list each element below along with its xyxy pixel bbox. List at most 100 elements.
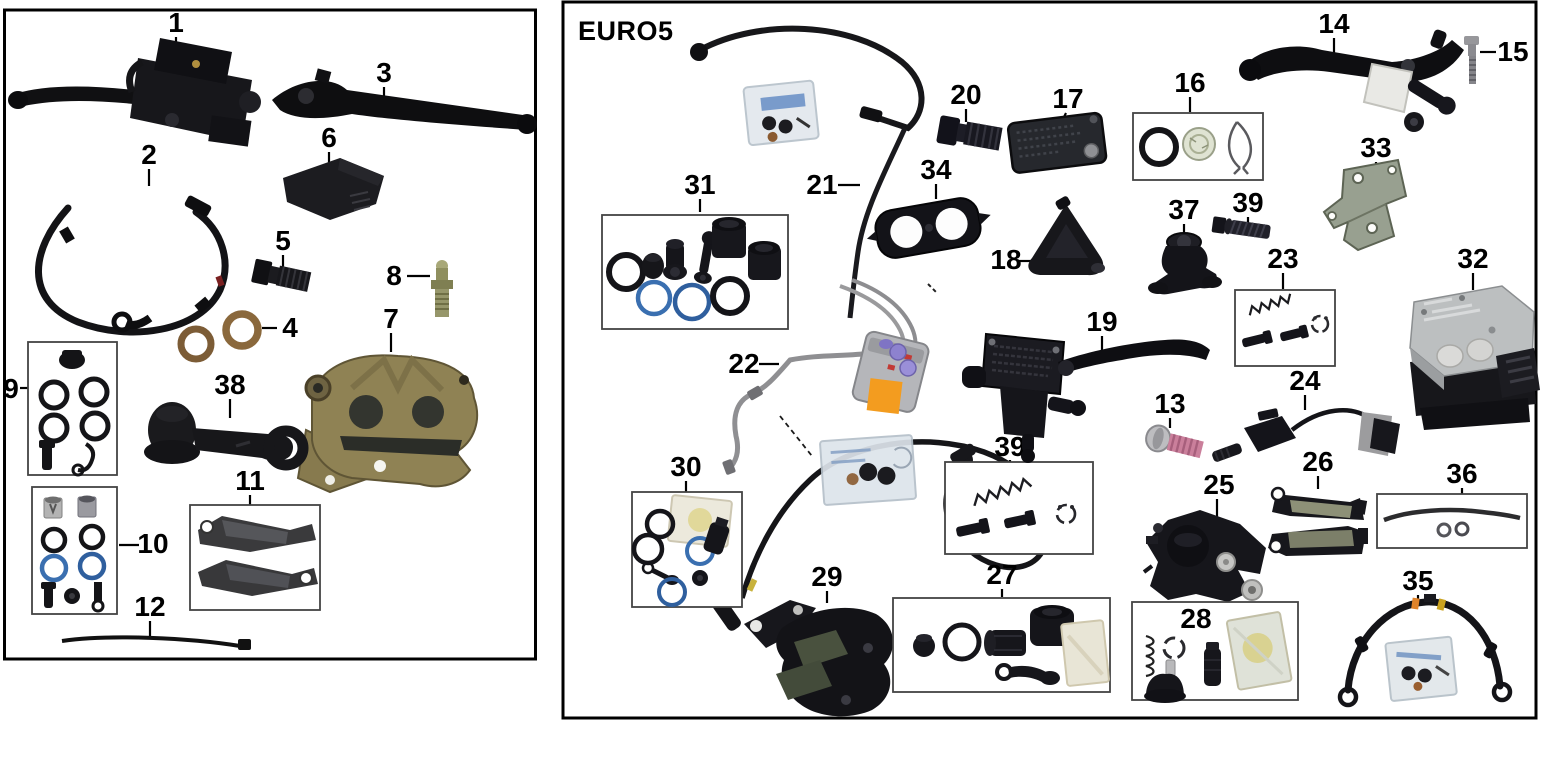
part-14-lever-kit: 14 bbox=[1239, 8, 1464, 132]
part-number-label: 7 bbox=[383, 303, 399, 334]
part-6-reservoir-cover: 6 bbox=[283, 122, 384, 220]
front-brake-caliper-image bbox=[296, 354, 479, 494]
part-15-lever-screw: 15 bbox=[1464, 36, 1529, 84]
rear-brake-caliper-image bbox=[744, 600, 894, 717]
part-number-label: 8 bbox=[386, 260, 402, 291]
pin-spring-kit-box bbox=[1234, 289, 1336, 367]
part-number-label: 39 bbox=[994, 431, 1025, 462]
part-number-label: 32 bbox=[1457, 243, 1488, 274]
part-number-label: 18 bbox=[990, 244, 1021, 275]
front-brake-pads-box bbox=[189, 504, 321, 611]
part-17-reservoir-cap: 17 bbox=[1006, 83, 1108, 174]
abs-brake-hose-image bbox=[690, 25, 937, 319]
part-30-rear-caliper-seal-kit: 30 bbox=[631, 451, 743, 608]
right-panel: EURO5 21 20 bbox=[561, 0, 1540, 720]
part-number-label: 22 bbox=[728, 348, 759, 379]
part-4-copper-washers: 4 bbox=[177, 310, 298, 363]
part-16-sight-glass-kit: 16 bbox=[1132, 67, 1264, 181]
part-number-label: 21 bbox=[806, 169, 837, 200]
part-number-label: 16 bbox=[1174, 67, 1205, 98]
brake-lever-image bbox=[272, 68, 537, 134]
caliper-seal-kit-box bbox=[601, 214, 789, 330]
part-number-label: 13 bbox=[1154, 388, 1185, 419]
part-number-label: 27 bbox=[986, 559, 1017, 590]
part-34-rubber-gasket: 34 bbox=[866, 154, 991, 259]
part-27-master-cylinder-repair-kit: 27 bbox=[892, 559, 1111, 693]
part-number-label: 33 bbox=[1360, 132, 1391, 163]
abs-unit-photo bbox=[851, 330, 930, 415]
pipe-kit-box bbox=[1376, 493, 1528, 549]
threadlock-screw-image bbox=[1145, 424, 1204, 459]
lever-kit-image bbox=[1239, 29, 1464, 132]
part-number-label: 20 bbox=[950, 79, 981, 110]
part-9-caliper-seal-kit: 9 bbox=[3, 341, 118, 477]
part-number-label: 35 bbox=[1402, 565, 1433, 596]
copper-washers-image bbox=[177, 310, 262, 363]
part-11-front-brake-pads: 11 bbox=[189, 465, 321, 611]
part-20-banjo-bolt: 20 bbox=[936, 79, 1003, 151]
part-number-label: 37 bbox=[1168, 194, 1199, 225]
part-number-label: 17 bbox=[1052, 83, 1083, 114]
reservoir-cover-image bbox=[283, 158, 384, 220]
part-number-label: 14 bbox=[1318, 8, 1350, 39]
part-number-label: 4 bbox=[282, 312, 298, 343]
part-number-label: 23 bbox=[1267, 243, 1298, 274]
part-39-bolt: 39 bbox=[1211, 187, 1271, 239]
mounting-bracket-image bbox=[1322, 158, 1408, 252]
part-number-label: 11 bbox=[235, 465, 265, 496]
rubber-boot-image bbox=[1028, 196, 1105, 276]
banjo-bolt-image bbox=[936, 115, 1003, 151]
part-10-caliper-pin-kit: 10 bbox=[31, 486, 169, 615]
rear-brake-hose-image bbox=[1337, 594, 1513, 708]
part-number-label: 28 bbox=[1180, 603, 1211, 634]
boot-arm-image bbox=[144, 402, 309, 471]
part-32-abs-modulator: 32 bbox=[1409, 243, 1540, 430]
part-number-label: 31 bbox=[684, 169, 715, 200]
part-5-banjo-bolt: 5 bbox=[251, 225, 312, 292]
part-number-label: 29 bbox=[811, 561, 842, 592]
part-number-label: 34 bbox=[920, 154, 952, 185]
spring-pin-kit-box bbox=[944, 461, 1094, 555]
part-2-brake-hose: 2 bbox=[35, 139, 229, 336]
rubber-gasket-image bbox=[866, 197, 991, 259]
rear-caliper-seal-kit-box bbox=[631, 491, 743, 608]
caliper-seal-kit-box bbox=[27, 341, 118, 477]
rear-brake-pads-image bbox=[1268, 486, 1368, 556]
left-panel: 1 3 bbox=[3, 7, 537, 661]
handlebar-clamp-image bbox=[1148, 232, 1222, 295]
part-7-front-brake-caliper: 7 bbox=[296, 303, 479, 494]
sight-glass-kit-box bbox=[1132, 112, 1264, 181]
part-13-threadlock-screw: 13 bbox=[1145, 388, 1204, 459]
rear-caliper-bracket-image bbox=[1142, 510, 1266, 602]
part-1-front-master-cylinder: 1 bbox=[8, 7, 261, 147]
part-number-label: 26 bbox=[1302, 446, 1333, 477]
part-number-label: 24 bbox=[1289, 365, 1321, 396]
part-31-caliper-seal-kit: 31 bbox=[601, 169, 789, 330]
part-25-rear-caliper-bracket: 25 bbox=[1142, 469, 1266, 602]
piston-repair-kit-box bbox=[1131, 601, 1299, 703]
part-number-label: 3 bbox=[376, 57, 392, 88]
brake-hose-image bbox=[35, 195, 229, 336]
part-21-abs-brake-hose: 21 bbox=[690, 25, 937, 319]
part-number-label: 12 bbox=[134, 591, 165, 622]
abs-speed-sensor-image bbox=[1212, 408, 1400, 462]
part-38-boot-arm: 38 bbox=[144, 369, 309, 471]
part-8-bleed-nipple: 8 bbox=[386, 260, 453, 317]
part-24-abs-speed-sensor: 24 bbox=[1212, 365, 1400, 462]
part-number-label: 36 bbox=[1446, 458, 1477, 489]
front-master-cylinder-image bbox=[8, 38, 261, 147]
part-number-label: 25 bbox=[1203, 469, 1234, 500]
part-35-rear-brake-hose: 35 bbox=[1337, 565, 1513, 708]
part-19-rear-master-cylinder: 19 bbox=[962, 306, 1210, 463]
part-number-label: 38 bbox=[214, 369, 245, 400]
part-37-handlebar-clamp: 37 bbox=[1148, 194, 1222, 295]
part-number-label: 10 bbox=[137, 528, 168, 559]
part-26-rear-brake-pads: 26 bbox=[1268, 446, 1368, 556]
bolt-image bbox=[1211, 216, 1271, 239]
rear-master-cylinder-image bbox=[962, 332, 1210, 463]
part-22-brake-pipe: 22 bbox=[707, 278, 1052, 631]
part-33-mounting-bracket: 33 bbox=[1322, 132, 1408, 252]
lever-screw-image bbox=[1464, 36, 1479, 84]
part-number-label: 5 bbox=[275, 225, 291, 256]
